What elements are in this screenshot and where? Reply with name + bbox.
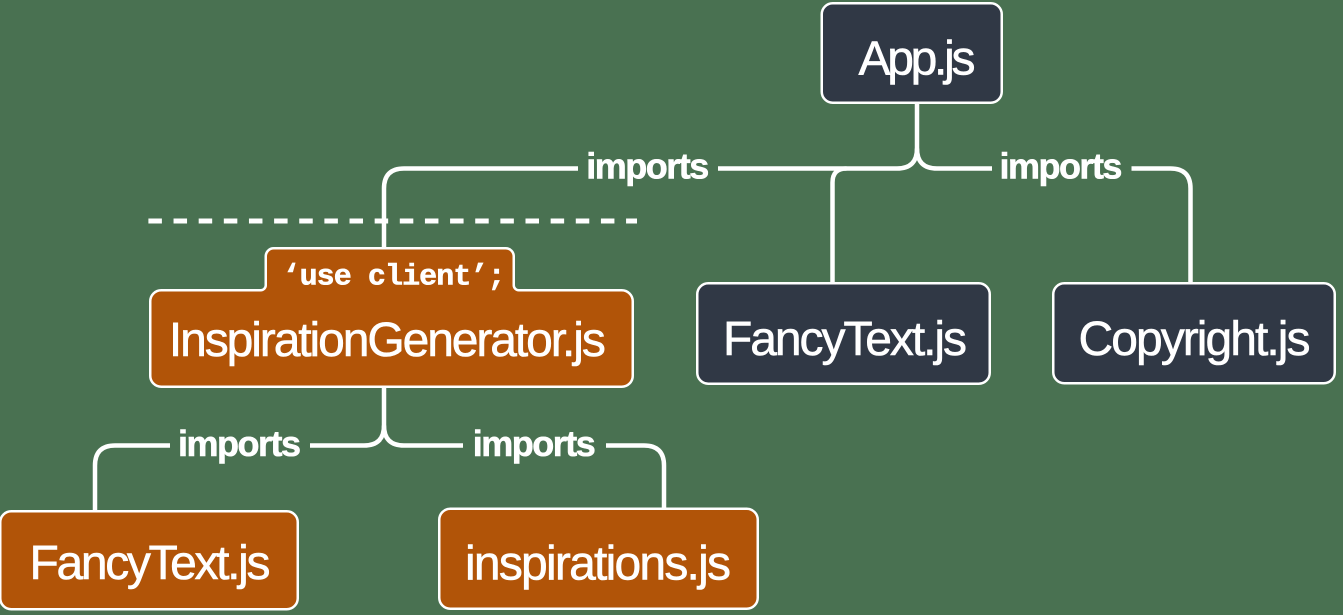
- svg-text:inspirations.js: inspirations.js: [465, 538, 731, 591]
- svg-text:imports: imports: [473, 423, 595, 464]
- svg-text:imports: imports: [178, 423, 300, 464]
- svg-text:‘use client’;: ‘use client’;: [283, 261, 506, 295]
- svg-text:FancyText.js: FancyText.js: [723, 313, 967, 366]
- svg-text:imports: imports: [586, 146, 708, 187]
- svg-text:InspirationGenerator.js: InspirationGenerator.js: [169, 314, 606, 367]
- svg-text:imports: imports: [999, 146, 1121, 187]
- svg-text:App.js: App.js: [859, 33, 976, 86]
- svg-text:Copyright.js: Copyright.js: [1079, 313, 1311, 366]
- svg-text:FancyText.js: FancyText.js: [30, 537, 271, 590]
